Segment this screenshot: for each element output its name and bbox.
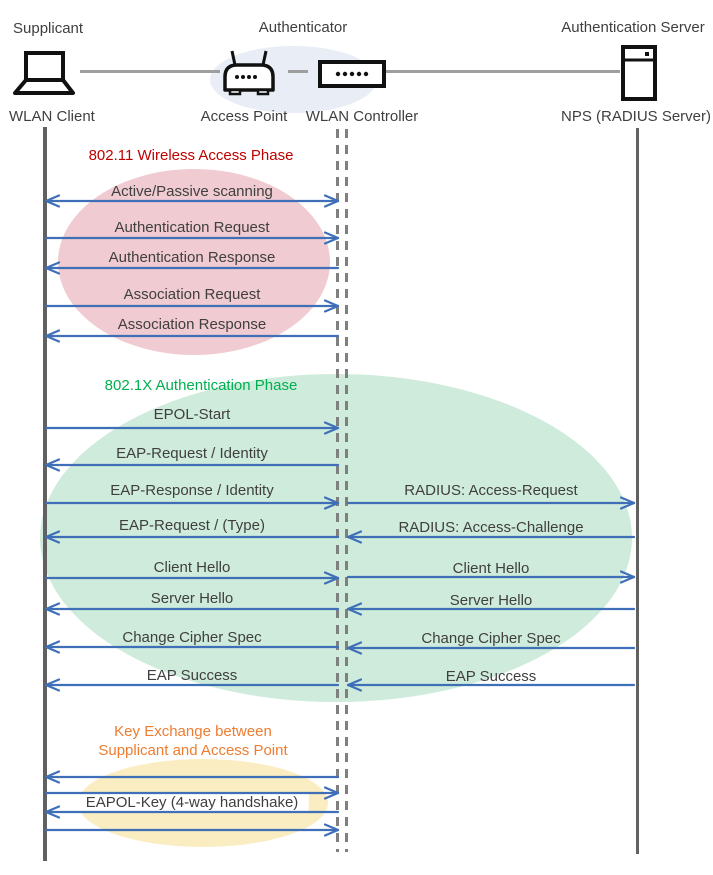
message-label: Change Cipher Spec bbox=[122, 629, 262, 646]
message-label: RADIUS: Access-Request bbox=[404, 482, 578, 499]
message-label: Authentication Request bbox=[114, 219, 270, 236]
message-label: Client Hello bbox=[153, 559, 231, 576]
phase-title-key-exchange-line2: Supplicant and Access Point bbox=[98, 742, 288, 759]
role-label-authentication-server: Authentication Server bbox=[561, 19, 705, 36]
device-label-wlan-client: WLAN Client bbox=[9, 108, 95, 125]
message-label: EAPOL-Key (4-way handshake) bbox=[75, 794, 309, 812]
message-label: EAP-Request / Identity bbox=[116, 445, 268, 462]
message-label: Server Hello bbox=[449, 592, 533, 609]
wlan-controller-icon bbox=[318, 60, 386, 88]
role-label-supplicant: Supplicant bbox=[13, 20, 84, 37]
message-label: EAP Success bbox=[445, 668, 537, 685]
message-label: Authentication Response bbox=[108, 249, 276, 266]
server-icon bbox=[621, 45, 657, 101]
phase-title-key-exchange: Key Exchange between Supplicant and Acce… bbox=[98, 722, 287, 760]
phase-title-key-exchange-line1: Key Exchange between bbox=[114, 723, 272, 740]
message-label: Association Request bbox=[123, 286, 261, 303]
phase-title-authentication: 802.1X Authentication Phase bbox=[104, 377, 298, 394]
role-label-authenticator: Authenticator bbox=[258, 19, 348, 36]
lifeline-wlan-controller-dashed-left bbox=[336, 129, 339, 852]
message-label: RADIUS: Access-Challenge bbox=[398, 519, 584, 536]
lifeline-wlan-controller-dashed-right bbox=[345, 129, 348, 852]
phase-title-wireless-access: 802.11 Wireless Access Phase bbox=[88, 147, 294, 164]
message-label: Active/Passive scanning bbox=[111, 183, 273, 200]
device-label-nps-radius-server: NPS (RADIUS Server) bbox=[560, 108, 712, 125]
access-point-icon bbox=[223, 50, 275, 96]
device-label-access-point: Access Point bbox=[200, 108, 288, 125]
message-label: Server Hello bbox=[150, 590, 234, 607]
lifeline-wlan-client bbox=[43, 127, 47, 861]
message-label: Client Hello bbox=[452, 560, 530, 577]
message-label: Association Response bbox=[117, 316, 267, 333]
device-label-wlan-controller: WLAN Controller bbox=[305, 108, 419, 125]
message-label: EAP-Response / Identity bbox=[110, 482, 274, 499]
message-label: EAP Success bbox=[146, 667, 238, 684]
connector-line bbox=[288, 70, 308, 73]
connector-line bbox=[80, 70, 220, 73]
message-label: EAP-Request / (Type) bbox=[119, 517, 265, 534]
message-label: Change Cipher Spec bbox=[421, 630, 561, 647]
connector-line bbox=[386, 70, 620, 73]
message-label: EPOL-Start bbox=[153, 406, 231, 423]
lifeline-nps-server bbox=[636, 128, 639, 854]
laptop-icon bbox=[13, 51, 75, 95]
